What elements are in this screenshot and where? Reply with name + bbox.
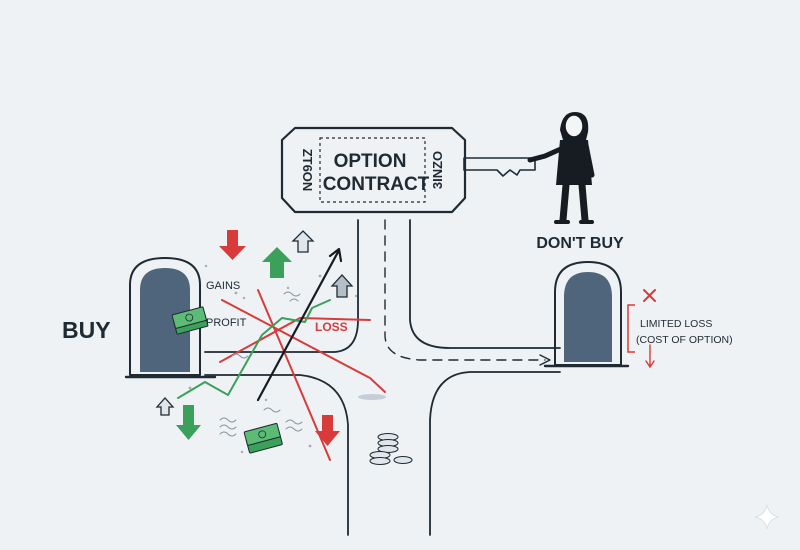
- ticket-right-stub: 3INZO: [430, 151, 445, 189]
- grey-up-arrow-left: [155, 397, 175, 416]
- road-centre-dashed: [384, 219, 546, 361]
- red-down-arrow-bottom: [315, 415, 340, 446]
- money-stack-icon: [243, 422, 283, 454]
- road-network: [204, 219, 561, 536]
- limited-loss-line2: (COST OF OPTION): [636, 334, 733, 346]
- dont-buy-label: DON'T BUY: [536, 235, 624, 252]
- black-trend-arrow: [256, 250, 340, 402]
- profit-label: PROFIT: [206, 317, 247, 329]
- green-down-arrow-bottom: [176, 405, 201, 440]
- road-right-top-edge: [409, 219, 561, 349]
- ticket-title-line1: OPTION: [334, 151, 407, 172]
- ticket-title-line2: CONTRACT: [323, 174, 430, 195]
- grey-up-arrow-right: [330, 274, 354, 298]
- limited-loss-bracket: [627, 289, 656, 369]
- option-contract-ticket: OPTION CONTRACT ZT6ON 3INZO: [280, 126, 467, 214]
- gains-label: GAINS: [206, 280, 240, 292]
- person-icon: [527, 112, 595, 224]
- ground-shadow: [358, 394, 386, 400]
- grey-up-arrow-top: [291, 230, 315, 253]
- buy-door: [124, 257, 217, 379]
- ticket-left-stub: ZT6ON: [300, 149, 315, 192]
- red-down-arrow-top: [219, 230, 246, 260]
- key-icon: [463, 157, 536, 177]
- limited-loss-line1: LIMITED LOSS: [640, 318, 712, 330]
- road-arrowhead: [539, 354, 551, 366]
- green-up-arrow-top: [262, 247, 292, 278]
- red-loss-line-3: [219, 317, 371, 363]
- decorative-squiggles: [219, 291, 303, 437]
- money-stack-icon: [171, 306, 209, 335]
- road-right-bottom-edge: [429, 371, 561, 536]
- decorative-dots: [188, 264, 358, 454]
- road-left-bottom-edge: [204, 374, 349, 536]
- loss-label: LOSS: [315, 320, 348, 334]
- buy-label: BUY: [62, 317, 111, 343]
- dont-buy-door: [543, 261, 630, 368]
- green-gain-line: [177, 299, 331, 399]
- sparkle-icon: [754, 504, 780, 530]
- coin-stack-icon: [369, 433, 413, 465]
